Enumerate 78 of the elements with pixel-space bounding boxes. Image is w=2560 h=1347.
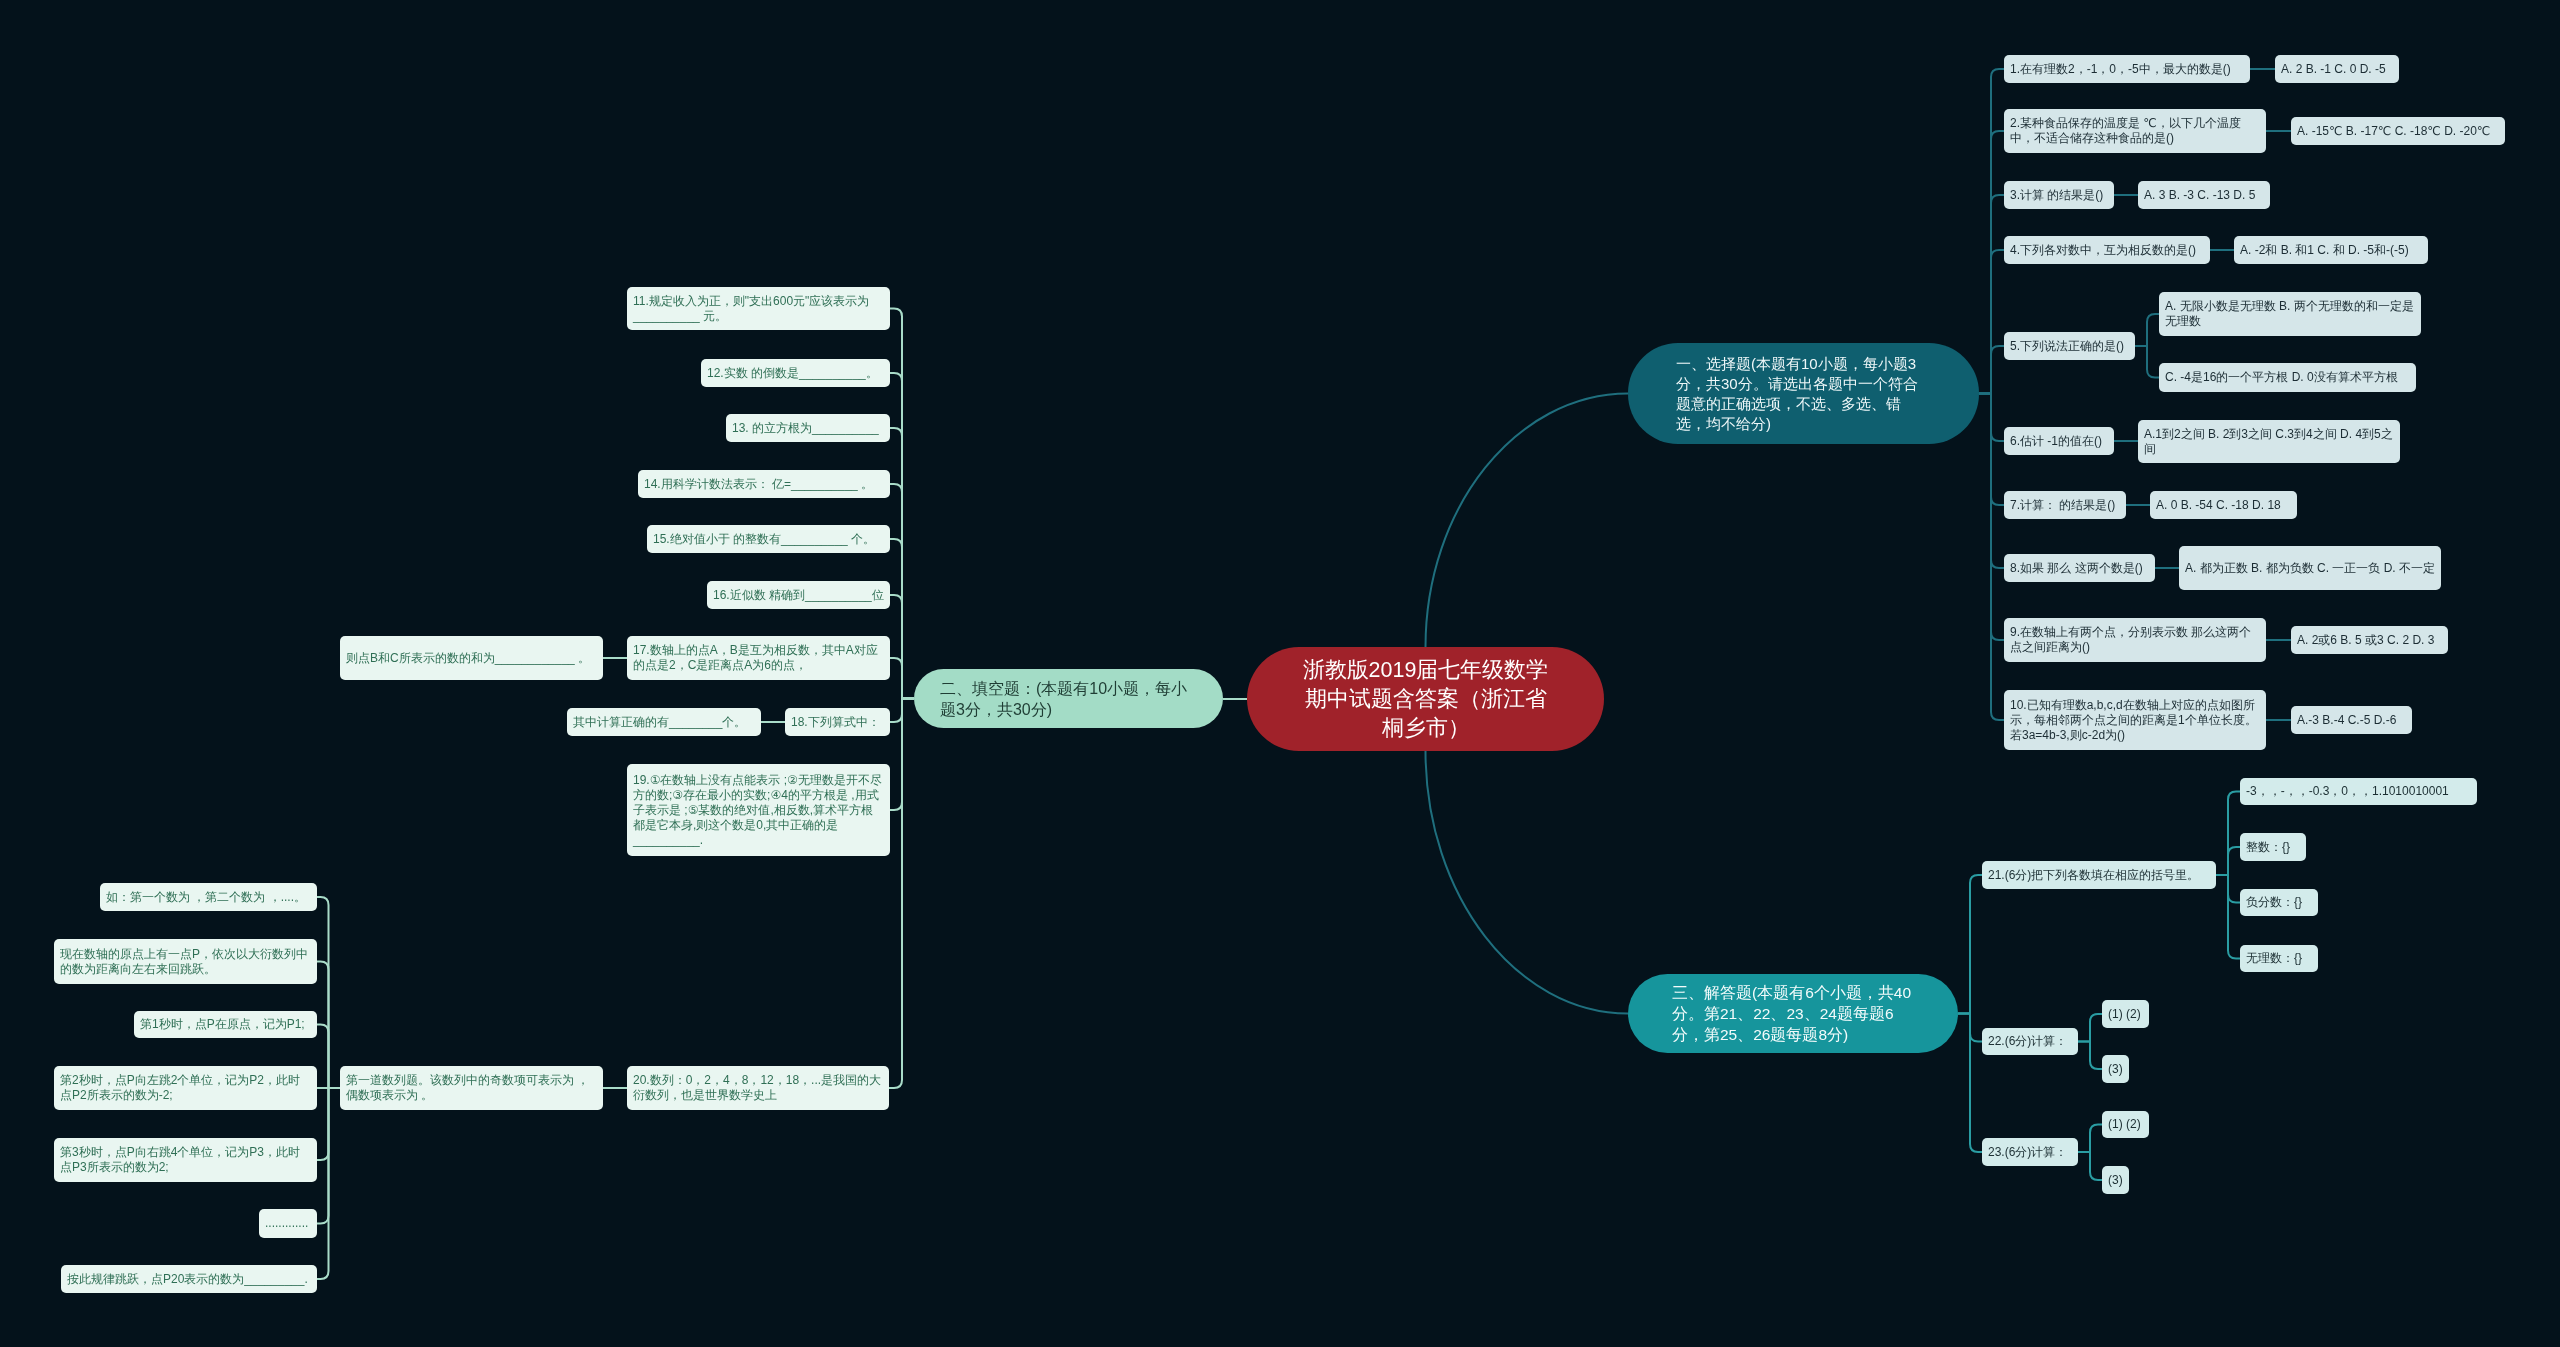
topic-box: (1) (2) bbox=[2102, 1000, 2149, 1028]
topic-box: (3) bbox=[2102, 1166, 2129, 1194]
topic-box: 第1秒时，点P在原点，记为P1; bbox=[134, 1011, 317, 1038]
connector bbox=[316, 1087, 341, 1280]
topic-box: 9.在数轴上有两个点，分别表示数 那么这两个点之间距离为() bbox=[2004, 618, 2266, 662]
topic-box: 第一道数列题。该数列中的奇数项可表示为 ，偶数项表示为 。 bbox=[340, 1066, 603, 1110]
topic-box: 22.(6分)计算： bbox=[1982, 1028, 2078, 1055]
connector bbox=[2265, 719, 2292, 721]
connector bbox=[2077, 1151, 2103, 1181]
connector bbox=[2265, 639, 2292, 641]
central-topic: 浙教版2019届七年级数学期中试题含答案（浙江省桐乡市） bbox=[1247, 647, 1604, 751]
topic-box: 无理数：{} bbox=[2240, 945, 2318, 972]
topic-box: 7.计算： 的结果是() bbox=[2004, 491, 2126, 519]
topic-box: 如：第一个数为 ，第二个数为 ，....。 bbox=[100, 883, 317, 911]
topic-box: (1) (2) bbox=[2102, 1111, 2149, 1138]
topic-box: 8.如果 那么 这两个数是() bbox=[2004, 554, 2155, 582]
branch-topic: 二、填空题：(本题有10小题，每小题3分，共30分) bbox=[914, 669, 1223, 728]
connector bbox=[2113, 440, 2139, 442]
topic-box: A. 3 B. -3 C. -13 D. 5 bbox=[2138, 181, 2270, 209]
topic-box: (3) bbox=[2102, 1055, 2129, 1083]
topic-box: 20.数列：0，2，4，8，12，18，...是我国的大衍数列，也是世界数学史上 bbox=[627, 1066, 889, 1110]
topic-box: 负分数：{} bbox=[2240, 889, 2318, 916]
topic-box: 6.估计 -1的值在() bbox=[2004, 427, 2114, 455]
topic-box: A. -15℃ B. -17℃ C. -18℃ D. -20℃ bbox=[2291, 117, 2505, 145]
topic-box: A.-3 B.-4 C.-5 D.-6 bbox=[2291, 706, 2412, 734]
connector bbox=[2265, 130, 2292, 132]
topic-box: A. 0 B. -54 C. -18 D. 18 bbox=[2150, 491, 2297, 519]
topic-box: 16.近似数 精确到__________位 bbox=[707, 581, 890, 609]
topic-box: 14.用科学计数法表示： 亿=__________ 。 bbox=[638, 470, 890, 498]
topic-box: 其中计算正确的有________个。 bbox=[567, 708, 761, 736]
connector bbox=[1957, 1012, 1983, 1153]
connector bbox=[1222, 698, 1248, 700]
topic-box: 第2秒时，点P向左跳2个单位，记为P2，此时点P2所表示的数为-2; bbox=[54, 1066, 317, 1110]
topic-box: 5.下列说法正确的是() bbox=[2004, 332, 2135, 360]
connector bbox=[2154, 567, 2180, 569]
branch-topic: 三、解答题(本题有6个小题，共40分。第21、22、23、24题每题6分，第25、26题每题8分) bbox=[1628, 974, 1958, 1053]
connector bbox=[2215, 874, 2241, 960]
topic-box: A.1到2之间 B. 2到3之间 C.3到4之间 D. 4到5之间 bbox=[2138, 420, 2400, 463]
topic-box: ............. bbox=[259, 1209, 317, 1238]
topic-box: 19.①在数轴上没有点能表示 ;②无理数是开不尽方的数;③存在最小的实数;④4的平方根是 ,用式子表示是 ;⑤某数的绝对值,相反数,算术平方根都是它本身,则这个数是0,其中正确的是__________. bbox=[627, 764, 890, 856]
topic-box: 21.(6分)把下列各数填在相应的括号里。 bbox=[1982, 861, 2216, 889]
topic-box: 按此规律跳跃，点P20表示的数为_________. bbox=[61, 1265, 317, 1293]
topic-box: A. 都为正数 B. 都为负数 C. 一正一负 D. 不一定 bbox=[2179, 546, 2441, 590]
topic-box: 2.某种食品保存的温度是 ℃，以下几个温度中，不适合储存这种食品的是() bbox=[2004, 109, 2266, 153]
topic-box: 17.数轴上的点A，B是互为相反数，其中A对应的点是2，C是距离点A为6的点， bbox=[627, 636, 890, 680]
topic-box: 1.在有理数2，-1，0，-5中，最大的数是() bbox=[2004, 55, 2250, 83]
connector bbox=[602, 657, 628, 659]
connector bbox=[2113, 194, 2139, 196]
connector bbox=[2125, 504, 2151, 506]
topic-box: 3.计算 的结果是() bbox=[2004, 181, 2114, 209]
connector bbox=[2134, 345, 2160, 379]
topic-box: 15.绝对值小于 的整数有__________ 个。 bbox=[647, 525, 890, 553]
topic-box: 12.实数 的倒数是__________。 bbox=[701, 359, 890, 387]
topic-box: 4.下列各对数中，互为相反数的是() bbox=[2004, 236, 2210, 264]
topic-box: 13. 的立方根为__________ bbox=[726, 414, 890, 442]
topic-box: 23.(6分)计算： bbox=[1982, 1138, 2078, 1166]
topic-box: 11.规定收入为正，则"支出600元"应该表示为__________ 元。 bbox=[627, 287, 890, 330]
topic-box: 则点B和C所表示的数的和为____________ 。 bbox=[340, 636, 603, 680]
topic-box: 现在数轴的原点上有一点P，依次以大衍数列中的数为距离向左右来回跳跃。 bbox=[54, 939, 317, 984]
connector bbox=[2077, 1040, 2103, 1070]
connector bbox=[1978, 392, 2005, 721]
topic-box: A. 2或6 B. 5 或3 C. 2 D. 3 bbox=[2291, 626, 2448, 654]
connector bbox=[1424, 750, 1629, 1015]
topic-box: A. 2 B. -1 C. 0 D. -5 bbox=[2275, 55, 2399, 83]
topic-box: 10.已知有理数a,b,c,d在数轴上对应的点如图所示，每相邻两个点之间的距离是1个单位长度。若3a=4b-3,则c-2d为() bbox=[2004, 690, 2266, 750]
topic-box: 第3秒时，点P向右跳4个单位，记为P3，此时点P3所表示的数为2; bbox=[54, 1138, 317, 1182]
topic-box: 18.下列算式中： bbox=[785, 708, 890, 736]
topic-box: A. -2和 B. 和1 C. 和 D. -5和-(-5) bbox=[2234, 236, 2428, 264]
topic-box: A. 无限小数是无理数 B. 两个无理数的和一定是无理数 bbox=[2159, 292, 2421, 336]
topic-box: 整数：{} bbox=[2240, 833, 2306, 861]
branch-topic: 一、选择题(本题有10小题，每小题3分，共30分。请选出各题中一个符合题意的正确选项，不选、多选、错选，均不给分) bbox=[1628, 343, 1979, 444]
connector bbox=[760, 721, 786, 723]
connector bbox=[602, 1087, 628, 1089]
topic-box: C. -4是16的一个平方根 D. 0没有算术平方根 bbox=[2159, 363, 2416, 392]
topic-box: -3，，-，，-0.3，0，，1.1010010001 bbox=[2240, 778, 2477, 805]
connector bbox=[1424, 392, 1629, 648]
connector bbox=[2249, 68, 2276, 70]
connector bbox=[2209, 249, 2235, 251]
